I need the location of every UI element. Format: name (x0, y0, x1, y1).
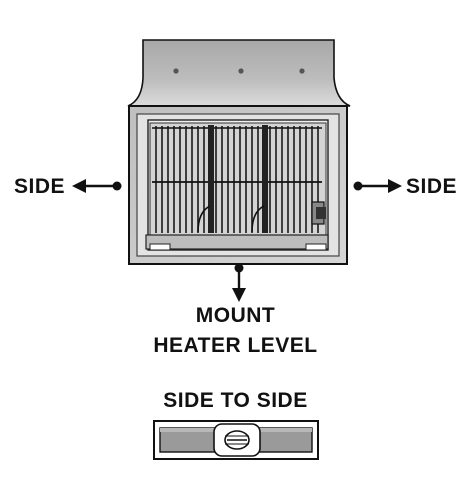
bubble-level-icon (153, 420, 319, 460)
wall-heater-icon (127, 39, 351, 265)
screw-icon (173, 68, 179, 74)
arrow-left-icon (72, 179, 122, 193)
arrow-down-icon (232, 263, 246, 302)
screw-icon (238, 68, 244, 74)
arrow-right-icon (353, 179, 402, 193)
side-right-label: SIDE (406, 175, 458, 198)
mount-label: MOUNT (195, 304, 276, 327)
side-left-label: SIDE (14, 175, 66, 198)
heater-level-label: HEATER LEVEL (153, 334, 318, 357)
grille (155, 126, 319, 233)
side-to-side-label: SIDE TO SIDE (163, 389, 308, 412)
screw-icon (299, 68, 305, 74)
